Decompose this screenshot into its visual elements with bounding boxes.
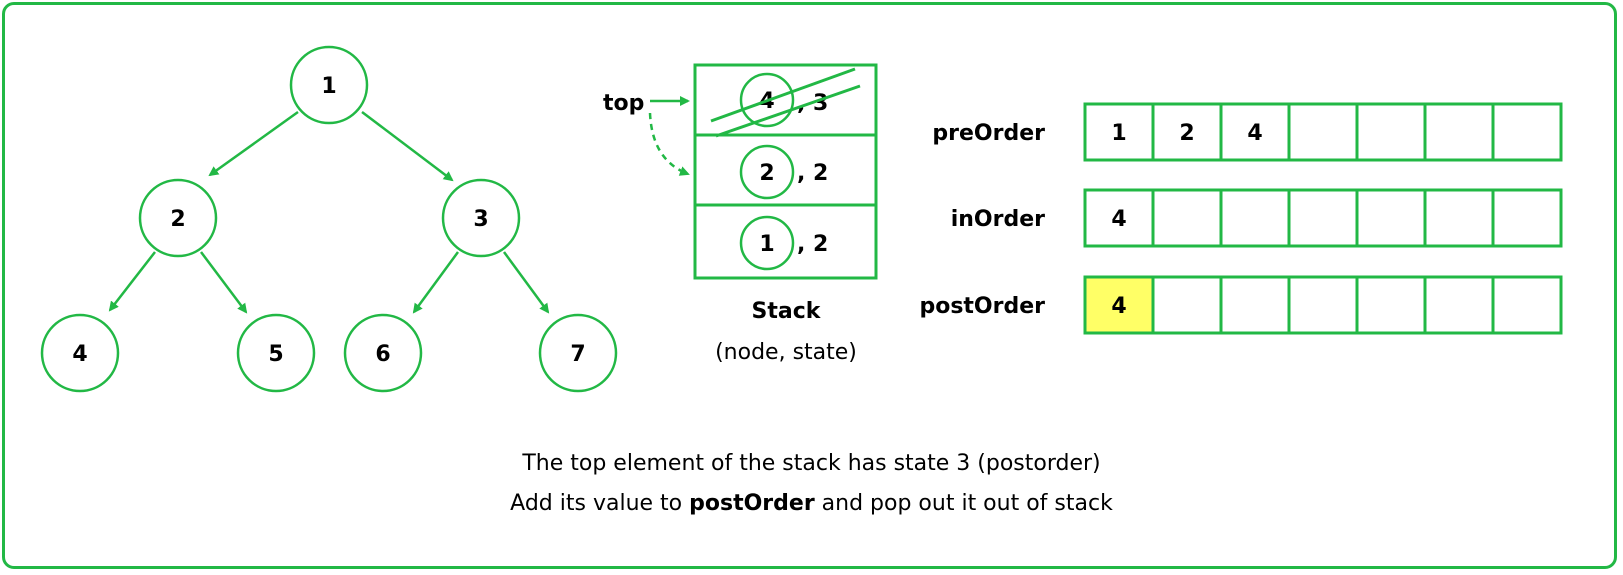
array-cell-value: 2 xyxy=(1179,121,1194,146)
edge-3-6 xyxy=(412,251,460,314)
array-cell-value: 1 xyxy=(1111,121,1126,146)
tree-node-label: 3 xyxy=(473,207,488,232)
array-cell: 1 xyxy=(1083,102,1155,162)
stack-node-label: 2 xyxy=(759,161,774,186)
caption-emphasis: postOrder xyxy=(689,491,815,516)
caption-line-1: The top element of the stack has state 3… xyxy=(522,451,1101,476)
array-row-inorder: inOrder 4 xyxy=(951,188,1563,248)
tree-node-label: 6 xyxy=(375,342,390,367)
stack-subtitle: (node, state) xyxy=(715,340,857,365)
stack-entry-top: 4 , 3 xyxy=(710,67,861,138)
array-cell xyxy=(1423,275,1495,335)
array-cell xyxy=(1219,188,1291,248)
stack-node-label: 1 xyxy=(759,232,774,257)
array-label: postOrder xyxy=(919,294,1045,319)
edge-3-7 xyxy=(502,251,550,314)
array-cell xyxy=(1287,275,1359,335)
stack: 4 , 3 2 , 2 1 , 2 Stack (node, state) xyxy=(693,63,878,365)
array-cell xyxy=(1287,102,1359,162)
array-cell xyxy=(1491,188,1563,248)
stack-entry-middle: 2 , 2 xyxy=(739,144,828,200)
tree-node-label: 2 xyxy=(170,207,185,232)
caption-line-2: Add its value to postOrder and pop out i… xyxy=(0,484,1623,524)
array-cell xyxy=(1355,102,1427,162)
array-cell xyxy=(1491,102,1563,162)
edge-2-5 xyxy=(200,251,248,314)
tree-node-label: 5 xyxy=(268,342,283,367)
array-cell-value: 4 xyxy=(1111,207,1126,232)
traversal-arrays: preOrder 1 2 4 inOrder 4 postOrder 4 xyxy=(919,102,1563,335)
tree-node-3: 3 xyxy=(441,178,521,258)
top-move-arrow xyxy=(648,112,690,176)
stack-title: Stack xyxy=(752,299,822,324)
array-cell: 4 xyxy=(1083,275,1155,335)
caption: The top element of the stack has state 3… xyxy=(0,444,1623,524)
array-cell xyxy=(1151,188,1223,248)
array-cell xyxy=(1423,102,1495,162)
array-cell: 4 xyxy=(1219,102,1291,162)
array-cell xyxy=(1219,275,1291,335)
tree-node-label: 4 xyxy=(72,342,87,367)
array-row-preorder: preOrder 1 2 4 xyxy=(932,102,1563,162)
array-cell xyxy=(1287,188,1359,248)
array-cell: 4 xyxy=(1083,188,1155,248)
strike-line xyxy=(715,84,861,138)
array-cell xyxy=(1355,188,1427,248)
caption-text: and pop out it out of stack xyxy=(814,491,1113,516)
top-pointer: top xyxy=(603,91,690,176)
caption-text: Add its value to xyxy=(510,491,690,516)
array-cell: 2 xyxy=(1151,102,1223,162)
tree-node-2: 2 xyxy=(138,178,218,258)
tree-node-label: 1 xyxy=(321,74,336,99)
strike-line xyxy=(710,67,856,123)
stack-state-label: , 2 xyxy=(797,232,828,257)
edge-1-2 xyxy=(208,110,299,177)
stack-entry-bottom: 1 , 2 xyxy=(739,215,828,271)
tree-node-label: 7 xyxy=(570,342,585,367)
array-cell-value: 4 xyxy=(1247,121,1262,146)
array-cell xyxy=(1355,275,1427,335)
tree-node-6: 6 xyxy=(343,313,423,393)
tree-node-5: 5 xyxy=(236,313,316,393)
array-cell-value: 4 xyxy=(1111,294,1126,319)
top-label: top xyxy=(603,91,644,116)
edge-1-3 xyxy=(361,111,454,182)
array-row-postorder: postOrder 4 xyxy=(919,275,1563,335)
array-cell xyxy=(1151,275,1223,335)
edge-2-4 xyxy=(108,251,156,312)
array-cell xyxy=(1491,275,1563,335)
tree-edges xyxy=(108,110,550,314)
tree-node-1: 1 xyxy=(289,45,369,125)
tree-node-7: 7 xyxy=(538,313,618,393)
stack-state-label: , 2 xyxy=(797,161,828,186)
array-label: inOrder xyxy=(951,207,1045,232)
array-label: preOrder xyxy=(932,121,1045,146)
tree-node-4: 4 xyxy=(40,313,120,393)
array-cell xyxy=(1423,188,1495,248)
